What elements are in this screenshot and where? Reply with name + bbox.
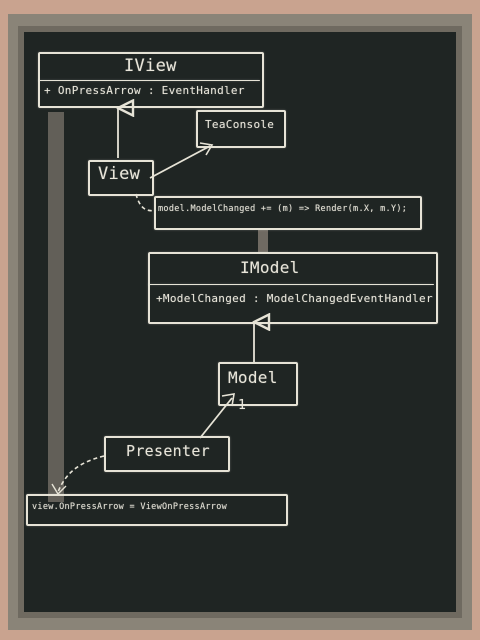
- view-title: View: [98, 164, 141, 184]
- model-box: [218, 362, 298, 406]
- support-pole: [48, 112, 64, 502]
- teaconsole-box: [196, 110, 286, 148]
- press-note-box: [26, 494, 288, 526]
- render-note-text: model.ModelChanged += (m) => Render(m.X,…: [158, 204, 408, 214]
- imodel-box: [148, 252, 438, 324]
- iview-divider: [38, 80, 260, 81]
- imodel-connector-rod: [258, 228, 268, 252]
- presenter-title: Presenter: [126, 442, 210, 460]
- presenter-box: [104, 436, 230, 472]
- model-multiplicity: 1: [238, 398, 247, 413]
- view-box: [88, 160, 154, 196]
- association-view-teaconsole: [149, 145, 211, 179]
- imodel-member: +ModelChanged : ModelChangedEventHandler: [156, 292, 433, 305]
- iview-member: + OnPressArrow : EventHandler: [44, 84, 245, 97]
- teaconsole-title: TeaConsole: [205, 118, 275, 131]
- dashed-link-view-note: [135, 193, 157, 212]
- imodel-divider: [148, 284, 434, 285]
- render-note-box: [154, 196, 422, 230]
- association-arrowhead: [199, 142, 214, 156]
- dashed-link-presenter-note: [57, 455, 105, 493]
- press-note-text: view.OnPressArrow = ViewOnPressArrow: [32, 502, 228, 512]
- imodel-title: IModel: [240, 258, 300, 277]
- model-title: Model: [228, 368, 278, 387]
- association-presenter-model-arrowhead: [221, 393, 235, 407]
- iview-title: IView: [124, 56, 177, 76]
